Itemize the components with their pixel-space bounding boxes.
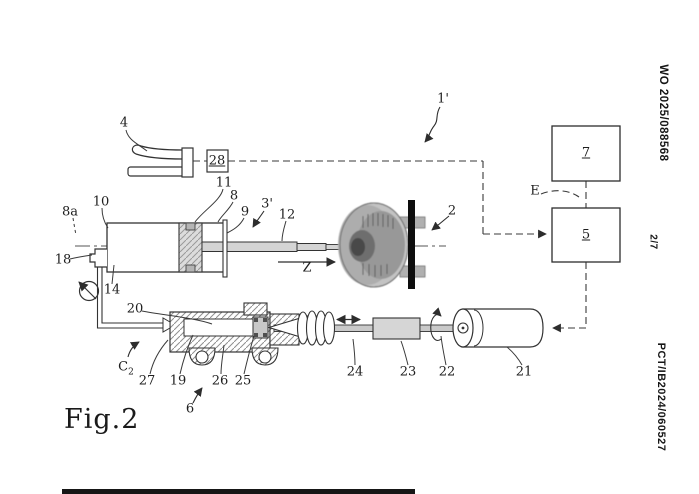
electric-motor [452, 308, 544, 348]
ref-label-1p: 1' [437, 91, 449, 107]
leader-lines [69, 129, 523, 375]
ref-label-6: 6 [185, 401, 195, 417]
ref-label-12: 12 [278, 207, 296, 223]
slave-cylinder [162, 302, 374, 366]
sensor-box [206, 149, 229, 173]
ref-label-11: 11 [215, 175, 233, 191]
application-number: PCT/IB2024/060527 [655, 342, 667, 452]
ref-label-10: 10 [92, 194, 110, 210]
clutch-plate-bar [408, 200, 415, 289]
sensor-box-label: 28 [208, 153, 226, 169]
ref-label-3p: 3' [261, 196, 273, 212]
rotation-symbol [430, 307, 442, 342]
control-unit-5-box [551, 207, 621, 263]
ref-label-9: 9 [240, 204, 250, 220]
ref-label-8a: 8a [61, 204, 79, 220]
ref-label-14: 14 [103, 282, 121, 298]
bellows [296, 310, 336, 346]
ref-label-25: 25 [234, 373, 252, 389]
hand-lever [127, 144, 194, 178]
ref-label-24: 24 [346, 364, 364, 380]
bore [183, 318, 254, 337]
control-unit-5-label: 5 [581, 227, 591, 243]
ref-label-2: 2 [447, 203, 457, 219]
pushrod-thick [201, 241, 298, 252]
ref-label-22: 22 [438, 364, 456, 380]
pointer-arrows [127, 106, 450, 404]
control-unit-7-box [551, 125, 621, 182]
ref-label-21: 21 [515, 364, 533, 380]
ref-label-19: 19 [169, 373, 187, 389]
hydraulic-pipe [96, 267, 167, 329]
page-number: 2/7 [647, 234, 659, 250]
ref-label-23: 23 [399, 364, 417, 380]
control-unit-7-label: 7 [581, 145, 591, 161]
signal-lines [193, 160, 587, 333]
ref-label-27: 27 [138, 373, 156, 389]
end-flange [222, 219, 228, 278]
axis-label-z: Z [302, 260, 312, 276]
ref-label-26: 26 [211, 373, 229, 389]
clutch [338, 202, 426, 288]
chamber-label-c2: C2 [118, 359, 134, 378]
ref-label-18: 18 [54, 252, 72, 268]
signal-label-e: E [530, 183, 540, 199]
motor-shaft [419, 324, 459, 332]
ref-label-8: 8 [229, 188, 239, 204]
flow-direction-symbol [78, 280, 100, 302]
adjuster-block [372, 317, 421, 340]
figure-caption: Fig.2 [64, 404, 140, 435]
outlet-fitting [89, 248, 107, 268]
scan-edge [62, 489, 415, 494]
master-cylinder [89, 219, 343, 278]
ref-label-4: 4 [119, 115, 129, 131]
publication-number: WO 2025/088568 [657, 64, 669, 162]
ref-label-20: 20 [126, 301, 144, 317]
pushrod-thin [296, 243, 327, 251]
